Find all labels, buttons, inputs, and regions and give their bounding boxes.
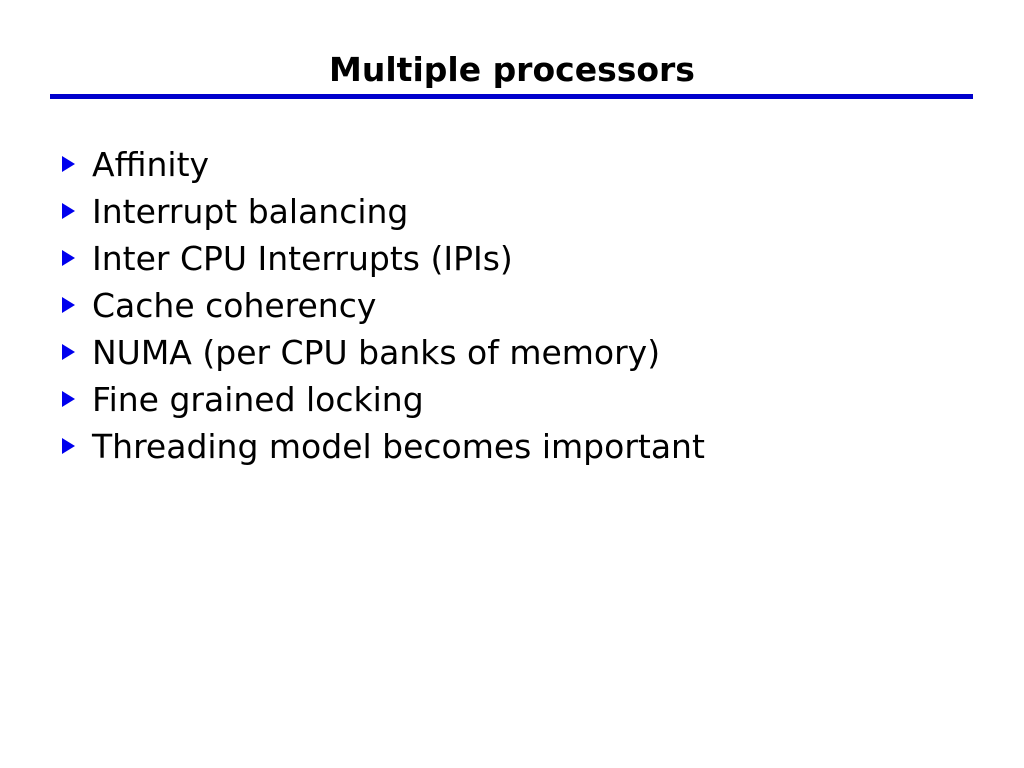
- list-item: Affinity: [60, 141, 1000, 188]
- triangle-right-bullet-icon: [60, 188, 75, 235]
- list-item: Interrupt balancing: [60, 188, 1000, 235]
- page-title: Multiple processors: [329, 50, 695, 89]
- list-item-label: Interrupt balancing: [92, 192, 409, 231]
- list-item-label: Cache coherency: [92, 286, 377, 325]
- list-item: Cache coherency: [60, 282, 1000, 329]
- bullet-list: Affinity Interrupt balancing Inter CPU I…: [60, 141, 1000, 470]
- triangle-right-bullet-icon: [60, 376, 75, 423]
- list-item-label: Fine grained locking: [92, 380, 424, 419]
- list-item-label: Inter CPU Interrupts (IPIs): [92, 239, 513, 278]
- triangle-right-bullet-icon: [60, 235, 75, 282]
- list-item: Inter CPU Interrupts (IPIs): [60, 235, 1000, 282]
- triangle-right-bullet-icon: [60, 282, 75, 329]
- list-item: Threading model becomes important: [60, 423, 1000, 470]
- list-item-label: Affinity: [92, 145, 210, 184]
- triangle-right-bullet-icon: [60, 329, 75, 376]
- title-divider: [50, 94, 973, 99]
- triangle-right-bullet-icon: [60, 423, 75, 470]
- list-item-label: NUMA (per CPU banks of memory): [92, 333, 661, 372]
- list-item: NUMA (per CPU banks of memory): [60, 329, 1000, 376]
- list-item: Fine grained locking: [60, 376, 1000, 423]
- list-item-label: Threading model becomes important: [92, 427, 705, 466]
- triangle-right-bullet-icon: [60, 141, 75, 188]
